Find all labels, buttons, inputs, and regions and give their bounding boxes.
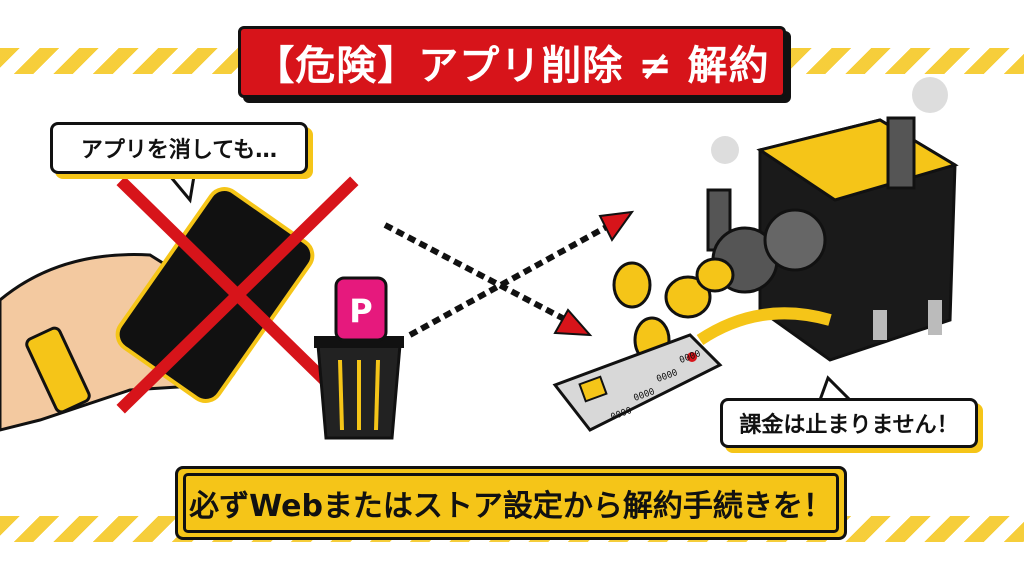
bottom-banner: 必ずWebまたはストア設定から解約手続きを！	[175, 466, 847, 540]
dashed-arrow-icon	[383, 222, 612, 338]
arrow-head-icon	[598, 210, 635, 242]
app-icon-letter: P	[349, 292, 372, 330]
app-icon	[334, 276, 388, 342]
red-x-cross-icon	[116, 176, 359, 414]
speech-bubble-right: 課金は止まりません！	[720, 398, 978, 448]
arrow-head-icon	[553, 308, 593, 337]
trash-can-icon	[314, 336, 404, 440]
page-title: 【危険】アプリ削除 ≠ 解約	[238, 26, 786, 98]
bubble-tail	[817, 375, 854, 402]
credit-card-icon	[552, 333, 723, 432]
bubble-tail	[161, 168, 197, 204]
speech-bubble-left: アプリを消しても…	[50, 122, 308, 174]
coin-icon	[612, 257, 735, 364]
bottom-banner-text: 必ずWebまたはストア設定から解約手続きを！	[183, 473, 839, 533]
subscription-machine-icon	[696, 77, 959, 362]
